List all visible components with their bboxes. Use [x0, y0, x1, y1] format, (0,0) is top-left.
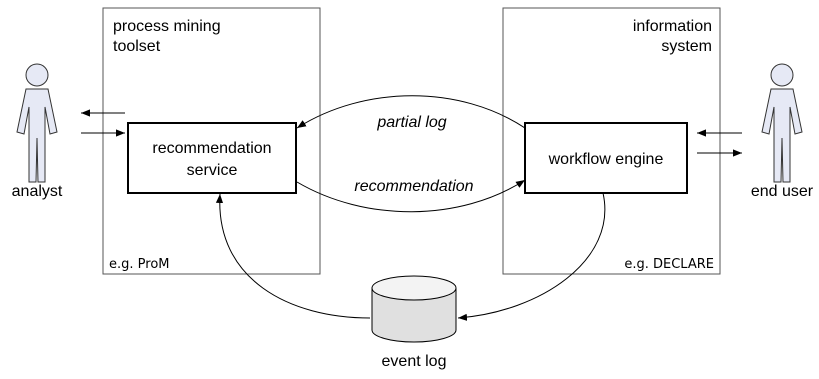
analyst-label: analyst	[12, 183, 63, 200]
partial-log-label: partial log	[376, 114, 446, 131]
information-system-title-line2: system	[661, 38, 712, 55]
recommendation-service-line2: service	[187, 162, 238, 179]
database-icon	[371, 275, 457, 343]
event-log-label: event log	[382, 353, 447, 370]
recommendation-service-box	[127, 122, 297, 194]
information-system-container	[502, 7, 721, 275]
person-icon	[16, 63, 58, 183]
process-mining-toolset-title-line2: toolset	[113, 38, 161, 55]
partial-log-arrow	[296, 95, 526, 129]
declare-example-label: e.g. DECLARE	[624, 257, 714, 272]
workflow-engine-box	[524, 122, 688, 194]
information-system-title-line1: information	[633, 18, 712, 35]
event-log-to-recommendation-arrow	[215, 193, 371, 319]
process-mining-toolset-container	[102, 7, 321, 275]
prom-example-label: e.g. ProM	[109, 257, 170, 272]
workflow-engine-label: workflow engine	[548, 151, 664, 168]
person-icon	[761, 63, 803, 183]
workflow-to-event-log-arrow	[457, 192, 606, 321]
recommendation-service-line1: recommendation	[152, 140, 271, 157]
process-mining-toolset-title-line1: process mining	[113, 18, 221, 35]
recommendation-arrow	[296, 179, 526, 213]
end-user-label: end user	[751, 183, 814, 200]
recommendation-label: recommendation	[354, 178, 473, 195]
